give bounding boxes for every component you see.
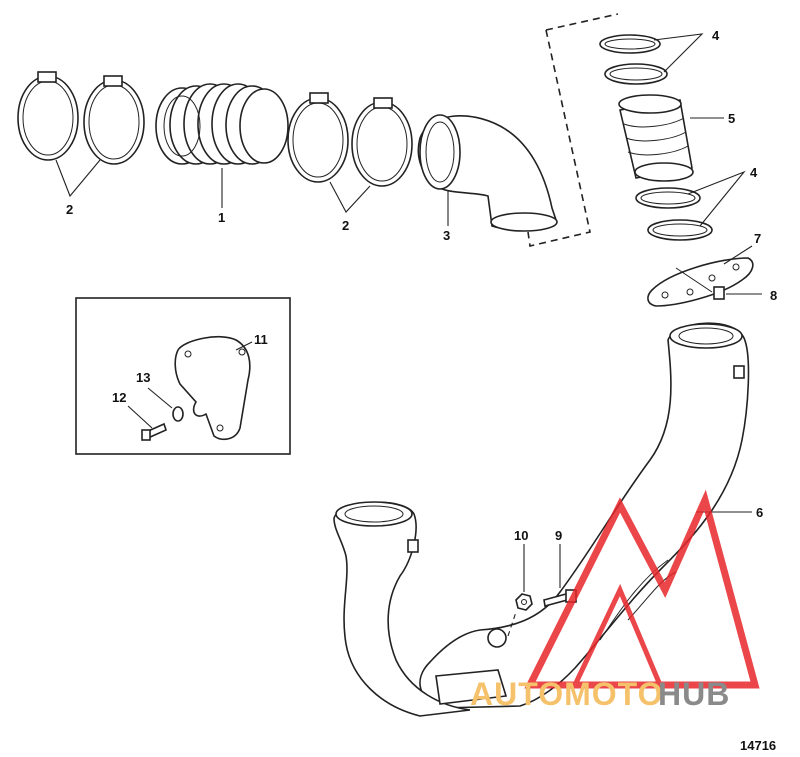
assembly-guide-line bbox=[507, 611, 517, 637]
hose-clamp-right-1 bbox=[287, 92, 349, 183]
exhaust-pipe bbox=[333, 322, 750, 717]
watermark-logo bbox=[524, 489, 760, 689]
inset-frame bbox=[75, 297, 291, 455]
hose-clamp-lower-1 bbox=[635, 187, 701, 209]
callout-6: 6 bbox=[756, 505, 763, 520]
callout-1: 1 bbox=[218, 210, 225, 225]
callout-10: 10 bbox=[514, 528, 528, 543]
small-block bbox=[713, 286, 725, 300]
gasket-plate bbox=[647, 257, 754, 307]
mounting-bracket bbox=[174, 336, 251, 441]
callout-11: 11 bbox=[254, 332, 268, 347]
bolt-12 bbox=[141, 422, 167, 441]
hose-clamp-left-2 bbox=[83, 75, 145, 165]
callout-2-left: 2 bbox=[66, 202, 73, 217]
hose-clamp-upper-2 bbox=[604, 63, 668, 85]
straight-hose bbox=[618, 94, 694, 182]
hose-clamp-right-2 bbox=[351, 97, 413, 187]
exhaust-elbow bbox=[417, 114, 558, 232]
callout-13: 13 bbox=[136, 370, 150, 385]
callout-2-right: 2 bbox=[342, 218, 349, 233]
nut-10 bbox=[515, 593, 533, 611]
hose-clamp-upper-1 bbox=[599, 34, 661, 54]
washer bbox=[172, 406, 184, 422]
callout-7: 7 bbox=[754, 231, 761, 246]
watermark-text-b: HUB bbox=[658, 676, 730, 712]
figure-number: 14716 bbox=[740, 738, 776, 753]
callout-8: 8 bbox=[770, 288, 777, 303]
callout-12: 12 bbox=[112, 390, 126, 405]
callout-3: 3 bbox=[443, 228, 450, 243]
callout-5: 5 bbox=[728, 111, 735, 126]
bellows-hose bbox=[155, 83, 289, 165]
callout-9: 9 bbox=[555, 528, 562, 543]
watermark-text-a: AUTOMOTO bbox=[470, 676, 663, 712]
callout-4-upper: 4 bbox=[712, 28, 720, 43]
leader-lines bbox=[55, 33, 762, 592]
hose-clamp-left-1 bbox=[17, 71, 79, 161]
alternate-assembly-bracket bbox=[527, 13, 619, 247]
hose-clamp-lower-2 bbox=[647, 219, 713, 241]
callout-4-lower: 4 bbox=[750, 165, 758, 180]
